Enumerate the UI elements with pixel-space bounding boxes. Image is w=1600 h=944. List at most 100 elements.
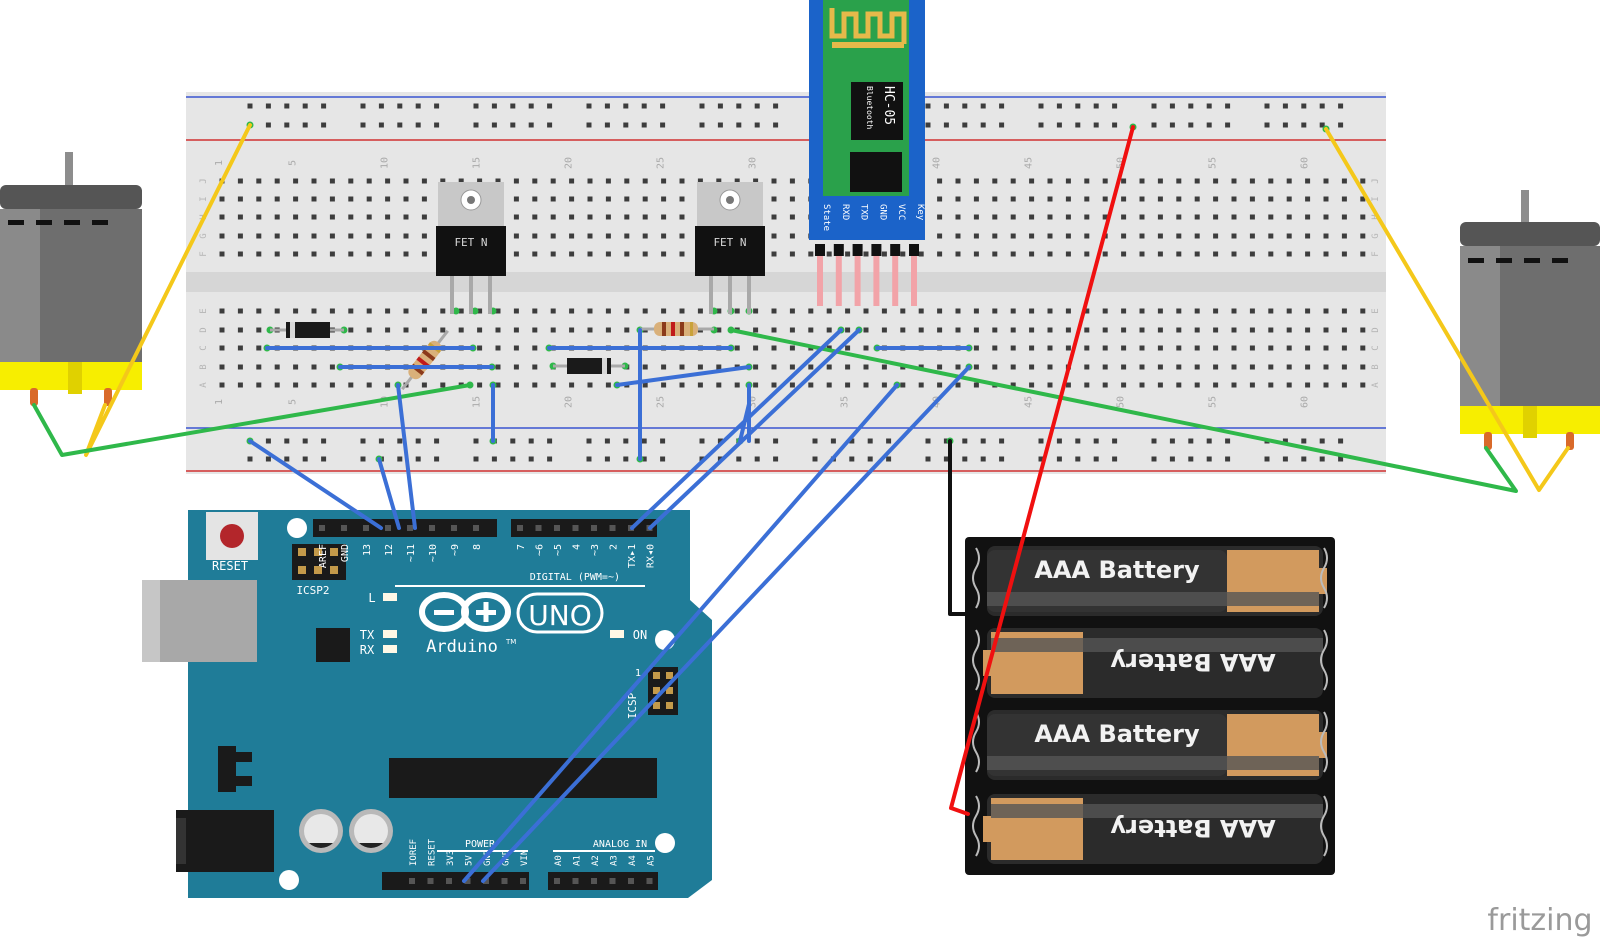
breadboard-hole: [1323, 345, 1329, 351]
hc05-pin-label: Key: [915, 204, 925, 221]
rail-hole: [1075, 103, 1081, 109]
breadboard-hole: [256, 345, 262, 351]
breadboard-hole: [1047, 364, 1053, 370]
breadboard-hole: [1065, 308, 1071, 314]
rail-hole: [660, 438, 666, 444]
breadboard-hole: [256, 214, 262, 220]
brand-label: Arduino: [426, 637, 498, 657]
breadboard-hole: [385, 308, 391, 314]
breadboard-hole: [605, 233, 611, 239]
breadboard-hole: [1176, 196, 1182, 202]
breadboard-hole: [1323, 233, 1329, 239]
breadboard-hole: [1231, 196, 1237, 202]
header-pin: [464, 878, 471, 884]
breadboard-hole: [513, 233, 519, 239]
breadboard-hole: [477, 327, 483, 333]
rail-hole: [1319, 103, 1325, 109]
rail-hole: [773, 438, 779, 444]
rail-hole: [1056, 456, 1062, 462]
rail-hole: [1188, 103, 1194, 109]
breadboard-hole: [1323, 327, 1329, 333]
breadboard-hole: [569, 251, 575, 257]
rail-hole: [1301, 103, 1307, 109]
breadboard-hole: [955, 233, 961, 239]
breadboard-hole: [863, 364, 869, 370]
rail-hole: [943, 456, 949, 462]
rail-hole: [1338, 103, 1344, 109]
breadboard-hole: [237, 364, 243, 370]
breadboard-hole: [716, 178, 722, 184]
breadboard-hole: [753, 364, 759, 370]
rail-hole: [812, 456, 818, 462]
rail-hole: [510, 122, 516, 128]
rail-hole: [1075, 456, 1081, 462]
power-label: POWER: [465, 839, 496, 850]
row-letter: D: [199, 327, 209, 332]
wire-yellow-right: [1324, 127, 1570, 492]
rail-hole: [962, 103, 968, 109]
row-letter: A: [1371, 382, 1381, 388]
breadboard-hole: [1157, 382, 1163, 388]
rail-hole: [943, 103, 949, 109]
breadboard-hole: [550, 178, 556, 184]
breadboard-hole: [661, 251, 667, 257]
mount-hole: [279, 870, 299, 890]
breadboard-hole: [716, 364, 722, 370]
column-number: 20: [564, 396, 575, 408]
battery-label: AAA Battery: [1110, 814, 1276, 842]
breadboard-hole: [679, 196, 685, 202]
breadboard-hole: [992, 178, 998, 184]
breadboard-hole: [440, 178, 446, 184]
mosfet-left-label: FET N: [454, 236, 487, 249]
breadboard-hole: [955, 251, 961, 257]
breadboard-hole: [440, 382, 446, 388]
voltage-regulator: [218, 746, 236, 792]
breadboard-hole: [1286, 382, 1292, 388]
row-letter: B: [1371, 364, 1381, 369]
breadboard-hole: [569, 382, 575, 388]
breadboard-hole: [1157, 327, 1163, 333]
breadboard-hole: [219, 382, 225, 388]
rail-hole: [980, 103, 986, 109]
breadboard-hole: [274, 308, 280, 314]
row-letter: F: [1371, 251, 1381, 256]
breadboard-hole: [1341, 327, 1347, 333]
breadboard-hole: [845, 382, 851, 388]
breadboard-hole: [1360, 327, 1366, 333]
breadboard-hole: [1084, 382, 1090, 388]
rail-hole: [1319, 122, 1325, 128]
breadboard-hole: [421, 214, 427, 220]
rail-hole: [604, 103, 610, 109]
rail-hole: [1093, 438, 1099, 444]
breadboard-hole: [513, 327, 519, 333]
breadboard-hole: [955, 327, 961, 333]
breadboard-hole: [826, 308, 832, 314]
rail-hole: [528, 103, 534, 109]
rail-hole: [510, 438, 516, 444]
rail-hole: [623, 456, 629, 462]
rail-hole: [1093, 103, 1099, 109]
breadboard-hole: [1047, 345, 1053, 351]
breadboard-hole: [808, 251, 814, 257]
breadboard-hole: [1176, 214, 1182, 220]
breadboard-hole: [1157, 251, 1163, 257]
power-pin-label: IOREF: [409, 839, 419, 866]
breadboard-hole: [1286, 251, 1292, 257]
breadboard-hole: [1029, 345, 1035, 351]
breadboard-hole: [1029, 251, 1035, 257]
breadboard-hole: [992, 196, 998, 202]
breadboard-hole: [1047, 233, 1053, 239]
reset-button-cap[interactable]: [220, 524, 244, 548]
column-number: 30: [748, 396, 759, 408]
breadboard-hole: [329, 308, 335, 314]
breadboard-hole: [661, 364, 667, 370]
breadboard-hole: [937, 251, 943, 257]
breadboard-hole: [550, 327, 556, 333]
breadboard-hole: [937, 196, 943, 202]
connected-hole: [452, 307, 460, 315]
breadboard-hole: [1286, 233, 1292, 239]
breadboard-hole: [642, 233, 648, 239]
breadboard-hole: [495, 382, 501, 388]
